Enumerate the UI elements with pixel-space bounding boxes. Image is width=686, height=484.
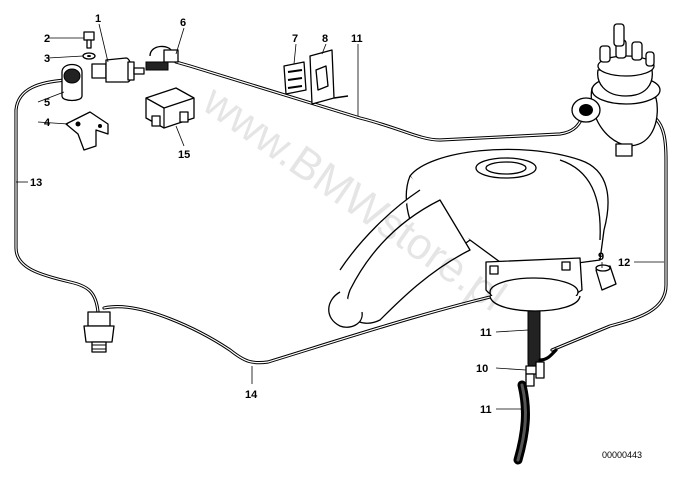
part-1-vacuum-switch (91, 57, 145, 83)
part-10-t-piece (525, 361, 545, 387)
diagram-code: 00000443 (602, 450, 642, 460)
intake-manifold (328, 148, 609, 328)
distributor (571, 23, 661, 157)
vacuum-lines (14, 60, 668, 465)
callout-6: 6 (180, 17, 186, 29)
callout-labels: 1 2 3 4 5 6 7 8 9 10 11 11 11 12 13 14 1… (30, 13, 630, 416)
part-4-bracket (65, 111, 109, 151)
part-5-clamp (61, 63, 83, 102)
leader-lines (16, 23, 664, 410)
callout-11-top: 11 (351, 33, 363, 45)
callout-2: 2 (44, 33, 50, 45)
part-8-holder (309, 49, 349, 105)
callout-9: 9 (598, 251, 604, 263)
callout-11-bottom: 11 (480, 404, 492, 416)
callout-13: 13 (30, 177, 42, 189)
callout-15: 15 (178, 149, 190, 161)
callout-12: 12 (618, 257, 630, 269)
callout-8: 8 (322, 33, 328, 45)
vacuum-line-14 (102, 288, 522, 365)
callout-5: 5 (44, 97, 50, 109)
callout-11-middle: 11 (480, 327, 492, 339)
callout-4: 4 (44, 117, 51, 129)
part-7-clip (283, 61, 307, 95)
part-9-sleeve (595, 264, 617, 291)
part-6-check-valve (145, 45, 179, 71)
part-3-washer (82, 52, 96, 60)
vacuum-sensor (83, 311, 115, 353)
callout-14: 14 (245, 389, 258, 401)
part-15-relay (145, 87, 195, 129)
callout-3: 3 (44, 53, 50, 65)
callout-1: 1 (95, 13, 101, 25)
callout-7: 7 (292, 33, 298, 45)
part-2-screw (83, 31, 95, 49)
callout-10: 10 (476, 363, 488, 375)
